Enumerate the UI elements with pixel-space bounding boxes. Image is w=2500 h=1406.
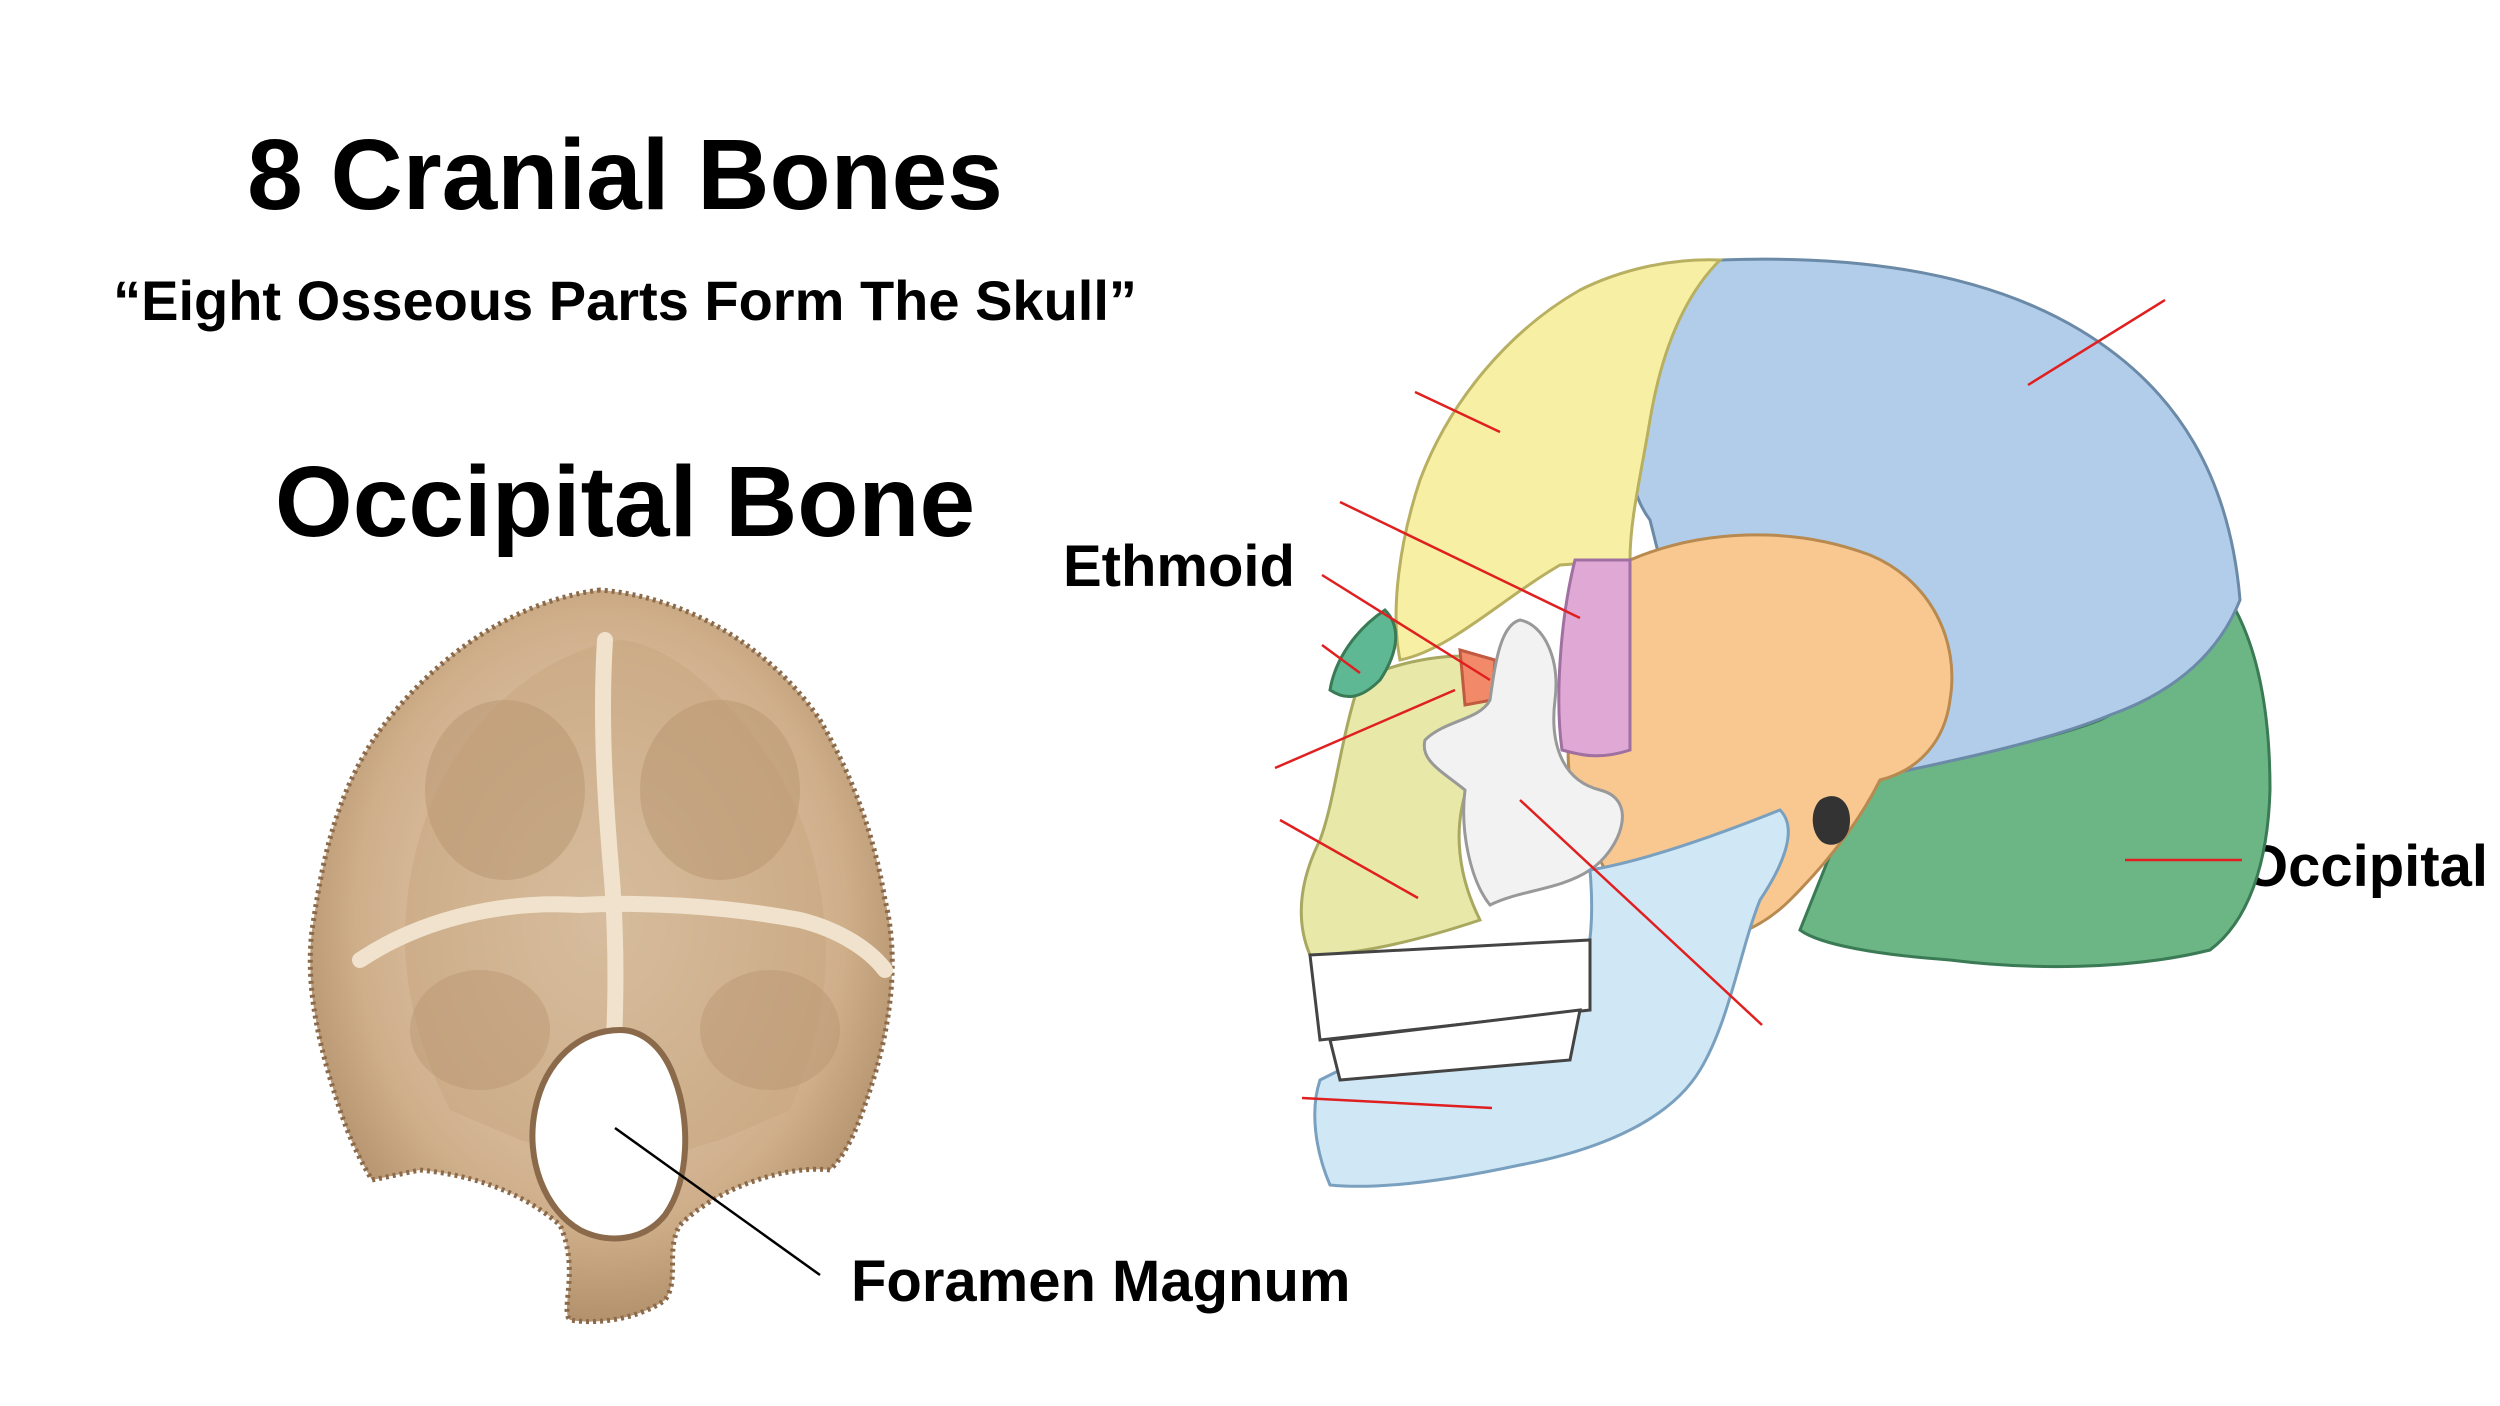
bone-title: Occipital Bone	[274, 446, 976, 558]
label-ethmoid: Ethmoid	[1063, 534, 1295, 599]
leader-lacrimal	[1274, 688, 1456, 770]
skull-sphenoid-bone	[1557, 558, 1632, 758]
lower-teeth	[1328, 1008, 1582, 1082]
leader-sphenoid	[1339, 500, 1581, 620]
cerebral-fossa-right	[640, 700, 800, 880]
foramen-magnum-leader	[614, 1126, 821, 1277]
upper-teeth	[1308, 938, 1592, 1042]
external-auditory-meatus	[1812, 796, 1850, 845]
transverse-ridge	[352, 895, 893, 978]
skull-zygomatic-bone	[1422, 618, 1624, 907]
leader-parietal	[2027, 298, 2166, 387]
leader-frontal	[1414, 390, 1501, 434]
cerebral-fossa-left	[425, 700, 585, 880]
mnemonic-subtitle: “Eight Osseous Parts Form The Skull”	[113, 269, 1137, 332]
label-occipital: Occipital	[2243, 834, 2488, 899]
leader-mandible	[1301, 1096, 1493, 1110]
skull-frontal-bone	[1394, 258, 1724, 662]
internal-occipital-crest	[594, 632, 624, 1088]
leader-zygomatic	[1519, 799, 1763, 1026]
cerebellar-fossa-right	[700, 970, 840, 1090]
label-foramen-magnum: Foramen Magnum	[851, 1249, 1351, 1314]
leader-nasal	[1321, 643, 1361, 675]
leader-ethmoid	[1321, 573, 1491, 682]
leader-maxilla	[1279, 818, 1419, 900]
cerebellar-fossa-left	[410, 970, 550, 1090]
foramen-magnum-hole	[529, 1026, 689, 1242]
skull-nasal-bone	[1328, 608, 1398, 699]
slide-title: 8 Cranial Bones	[247, 119, 1003, 231]
